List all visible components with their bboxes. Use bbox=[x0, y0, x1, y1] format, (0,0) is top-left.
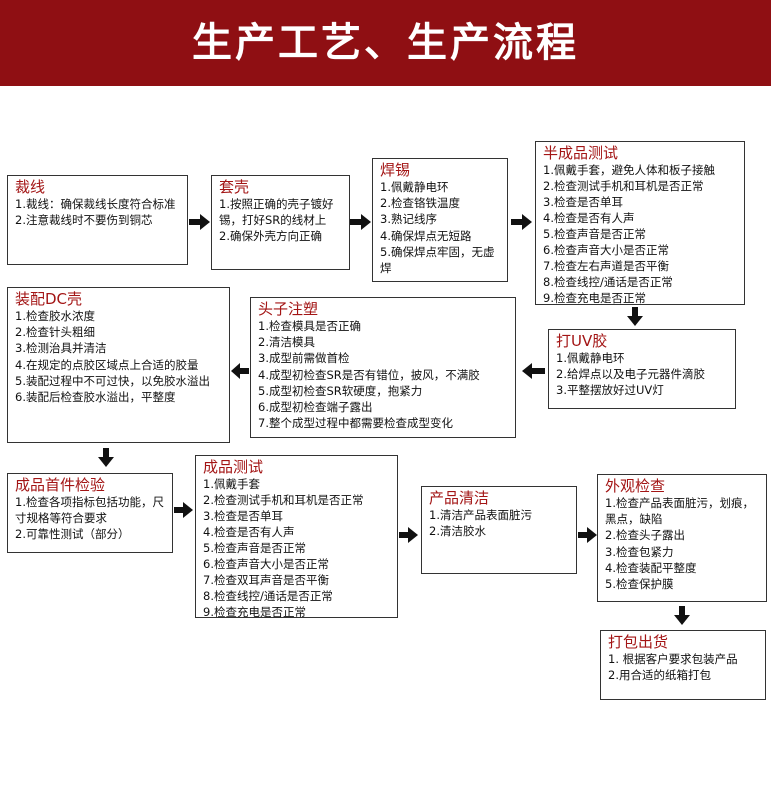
arrow-right-icon bbox=[511, 214, 532, 230]
step-title: 外观检查 bbox=[605, 477, 666, 495]
arrow-right-icon bbox=[189, 214, 210, 230]
step-item: 6.成型初检查端子露出 bbox=[258, 400, 373, 415]
step-title: 装配DC壳 bbox=[15, 290, 83, 308]
step-title: 裁线 bbox=[15, 178, 46, 196]
step-title: 套壳 bbox=[219, 178, 250, 196]
step-item: 1.裁线：确保裁线长度符合标准 bbox=[15, 197, 176, 211]
step-title: 打UV胶 bbox=[556, 332, 608, 350]
step-item: 7.检查双耳声音是否平衡 bbox=[203, 573, 329, 587]
step-item: 1.检查胶水浓度 bbox=[15, 309, 95, 323]
step-item: 2.给焊点以及电子元器件滴胶 bbox=[556, 367, 705, 382]
step-item: 7.检查左右声道是否平衡 bbox=[543, 259, 669, 273]
step-item: 1.检查各项指标包括功能，尺寸规格等符合要求 bbox=[15, 495, 164, 526]
step-item: 1.检查模具是否正确 bbox=[258, 319, 361, 333]
step-item: 4.检查装配平整度 bbox=[605, 560, 697, 575]
step-item: 2.检查铬铁温度 bbox=[380, 196, 460, 211]
step-item: 2.可靠性测试（部分） bbox=[15, 527, 130, 542]
step-item: 8.检查线控/通话是否正常 bbox=[543, 275, 673, 289]
step-item: 1.佩戴手套，避免人体和板子接触 bbox=[543, 163, 715, 177]
step-item: 9.检查充电是否正常 bbox=[203, 605, 306, 618]
step-item: 5.检查保护膜 bbox=[605, 577, 674, 592]
step-item: 6.检查声音大小是否正常 bbox=[543, 243, 669, 257]
step-item: 5.装配过程中不可过快，以免胶水溢出 bbox=[15, 373, 210, 388]
arrow-down-icon bbox=[674, 606, 690, 625]
step-item: 1.检查产品表面脏污，划痕，黑点，缺陷 bbox=[605, 496, 754, 527]
step-item: 3.成型前需做首检 bbox=[258, 351, 350, 366]
step-item: 5.成型初检查SR软硬度，抱紧力 bbox=[258, 383, 423, 398]
step-item: 6.装配后检查胶水溢出，平整度 bbox=[15, 390, 176, 405]
step-title: 半成品测试 bbox=[543, 144, 619, 162]
arrow-right-icon bbox=[578, 527, 597, 543]
step-title: 产品清洁 bbox=[429, 489, 490, 507]
step-item: 2.检查针头粗细 bbox=[15, 325, 95, 340]
step-item: 2.清洁胶水 bbox=[429, 524, 486, 539]
step-item: 1.佩戴手套 bbox=[203, 477, 260, 491]
step-item: 1.佩戴静电环 bbox=[556, 351, 625, 365]
arrow-left-icon bbox=[231, 363, 249, 379]
arrow-right-icon bbox=[174, 502, 193, 518]
step-item: 4.检查是否有人声 bbox=[203, 525, 295, 539]
step-item: 4.成型初检查SR是否有错位，披风，不满胶 bbox=[258, 367, 480, 382]
arrow-down-icon bbox=[627, 307, 643, 326]
step-item: 8.检查线控/通话是否正常 bbox=[203, 589, 333, 603]
step-title: 成品首件检验 bbox=[15, 476, 106, 494]
arrow-right-icon bbox=[399, 527, 418, 543]
step-title: 成品测试 bbox=[203, 458, 264, 476]
page-title: 生产工艺、生产流程 bbox=[192, 20, 579, 66]
step-item: 1.清洁产品表面脏污 bbox=[429, 508, 532, 522]
step-item: 4.确保焊点无短路 bbox=[380, 228, 472, 243]
step-item: 2.清洁模具 bbox=[258, 335, 315, 350]
step-item: 2.检查测试手机和耳机是否正常 bbox=[543, 179, 704, 193]
step-item: 5.检查声音是否正常 bbox=[203, 541, 306, 555]
step-item: 1.佩戴静电环 bbox=[380, 180, 449, 194]
step-item: 2.检查头子露出 bbox=[605, 528, 685, 543]
title-banner: 生产工艺、生产流程 bbox=[0, 0, 771, 86]
step-item: 9.检查充电是否正常 bbox=[543, 291, 646, 305]
step-item: 1.按照正确的壳子镀好锡，打好SR的线材上 bbox=[219, 197, 334, 228]
arrow-left-icon bbox=[522, 363, 545, 379]
arrow-right-icon bbox=[350, 214, 371, 230]
step-item: 4.检查是否有人声 bbox=[543, 211, 635, 225]
step-item: 3.检查是否单耳 bbox=[543, 195, 623, 209]
step-item: 6.检查声音大小是否正常 bbox=[203, 557, 329, 571]
step-item: 1. 根据客户要求包装产品 bbox=[608, 652, 738, 666]
step-item: 4.在规定的点胶区域点上合适的胶量 bbox=[15, 357, 199, 372]
step-title: 焊锡 bbox=[380, 161, 411, 179]
step-item: 3.检查包紧力 bbox=[605, 544, 674, 559]
step-item: 7.整个成型过程中都需要检查成型变化 bbox=[258, 416, 453, 431]
step-item: 2.检查测试手机和耳机是否正常 bbox=[203, 493, 364, 507]
step-item: 2.用合适的纸箱打包 bbox=[608, 668, 711, 683]
arrow-down-icon bbox=[98, 448, 114, 467]
step-item: 3.检查是否单耳 bbox=[203, 509, 283, 523]
step-title: 打包出货 bbox=[608, 633, 669, 651]
step-item: 3.平整摆放好过UV灯 bbox=[556, 383, 664, 398]
step-title: 头子注塑 bbox=[258, 300, 319, 318]
step-item: 5.检查声音是否正常 bbox=[543, 227, 646, 241]
step-item: 3.熟记线序 bbox=[380, 212, 437, 227]
step-item: 5.确保焊点牢固，无虚焊 bbox=[380, 244, 495, 276]
step-item: 3.检测治具并清洁 bbox=[15, 341, 107, 356]
step-item: 2.确保外壳方向正确 bbox=[219, 229, 322, 244]
step-item: 2.注意裁线时不要伤到铜芯 bbox=[15, 213, 153, 228]
